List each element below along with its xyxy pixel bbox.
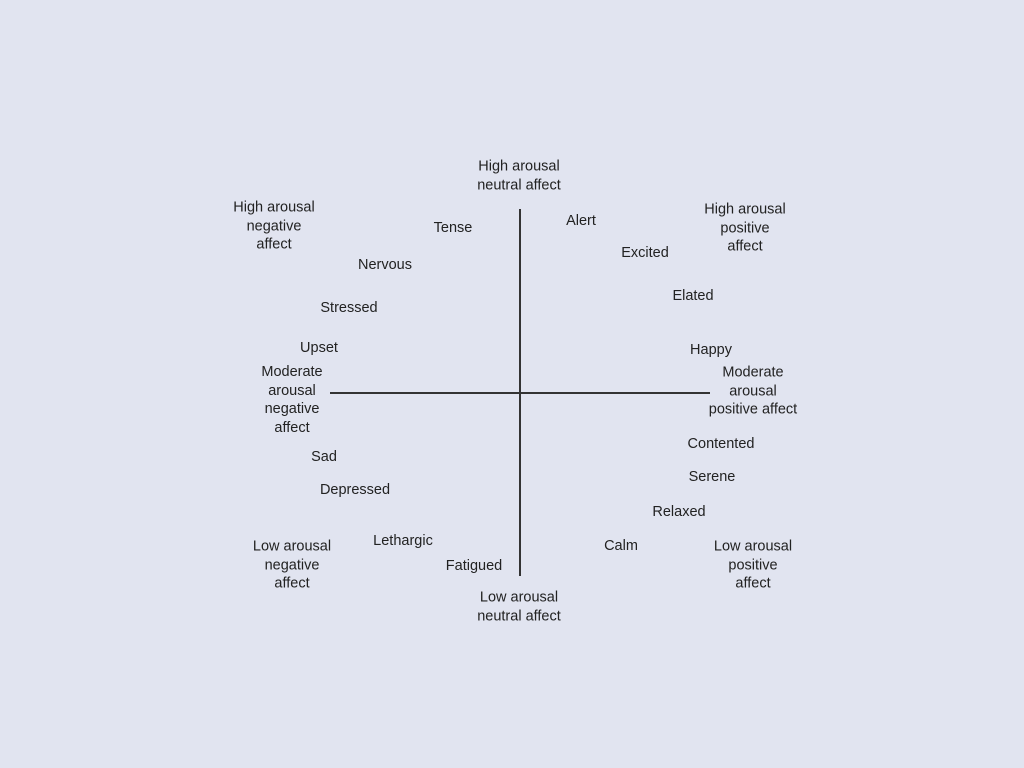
- pole-high-arousal-positive-affect: High arousal positive affect: [704, 201, 786, 255]
- emotion-elated: Elated: [672, 287, 714, 304]
- emotion-alert: Alert: [566, 212, 596, 229]
- emotion-sad: Sad: [311, 448, 337, 465]
- pole-high-arousal-negative-affect: High arousal negative affect: [233, 199, 315, 253]
- pole-low-arousal-neutral-affect: Low arousal neutral affect: [477, 589, 561, 625]
- emotion-contented: Contented: [687, 435, 755, 452]
- pole-low-arousal-positive-affect: Low arousal positive affect: [713, 538, 793, 592]
- emotion-depressed: Depressed: [319, 481, 391, 498]
- emotion-relaxed: Relaxed: [652, 503, 706, 520]
- pole-moderate-arousal-positive-affect: Moderate arousal positive affect: [708, 364, 798, 418]
- emotion-upset: Upset: [300, 339, 338, 356]
- pole-low-arousal-negative-affect: Low arousal negative affect: [252, 538, 332, 592]
- emotion-excited: Excited: [621, 244, 669, 261]
- pole-high-arousal-neutral-affect: High arousal neutral affect: [477, 158, 561, 194]
- emotion-happy: Happy: [690, 341, 732, 358]
- emotion-tense: Tense: [433, 219, 473, 236]
- emotion-nervous: Nervous: [358, 256, 412, 273]
- pole-moderate-arousal-negative-affect: Moderate arousal negative affect: [261, 364, 323, 436]
- emotion-stressed: Stressed: [320, 299, 378, 316]
- emotion-lethargic: Lethargic: [373, 532, 433, 549]
- emotion-calm: Calm: [604, 537, 638, 554]
- valence-axis: [330, 392, 710, 394]
- emotion-serene: Serene: [688, 468, 736, 485]
- emotion-fatigued: Fatigued: [445, 557, 503, 574]
